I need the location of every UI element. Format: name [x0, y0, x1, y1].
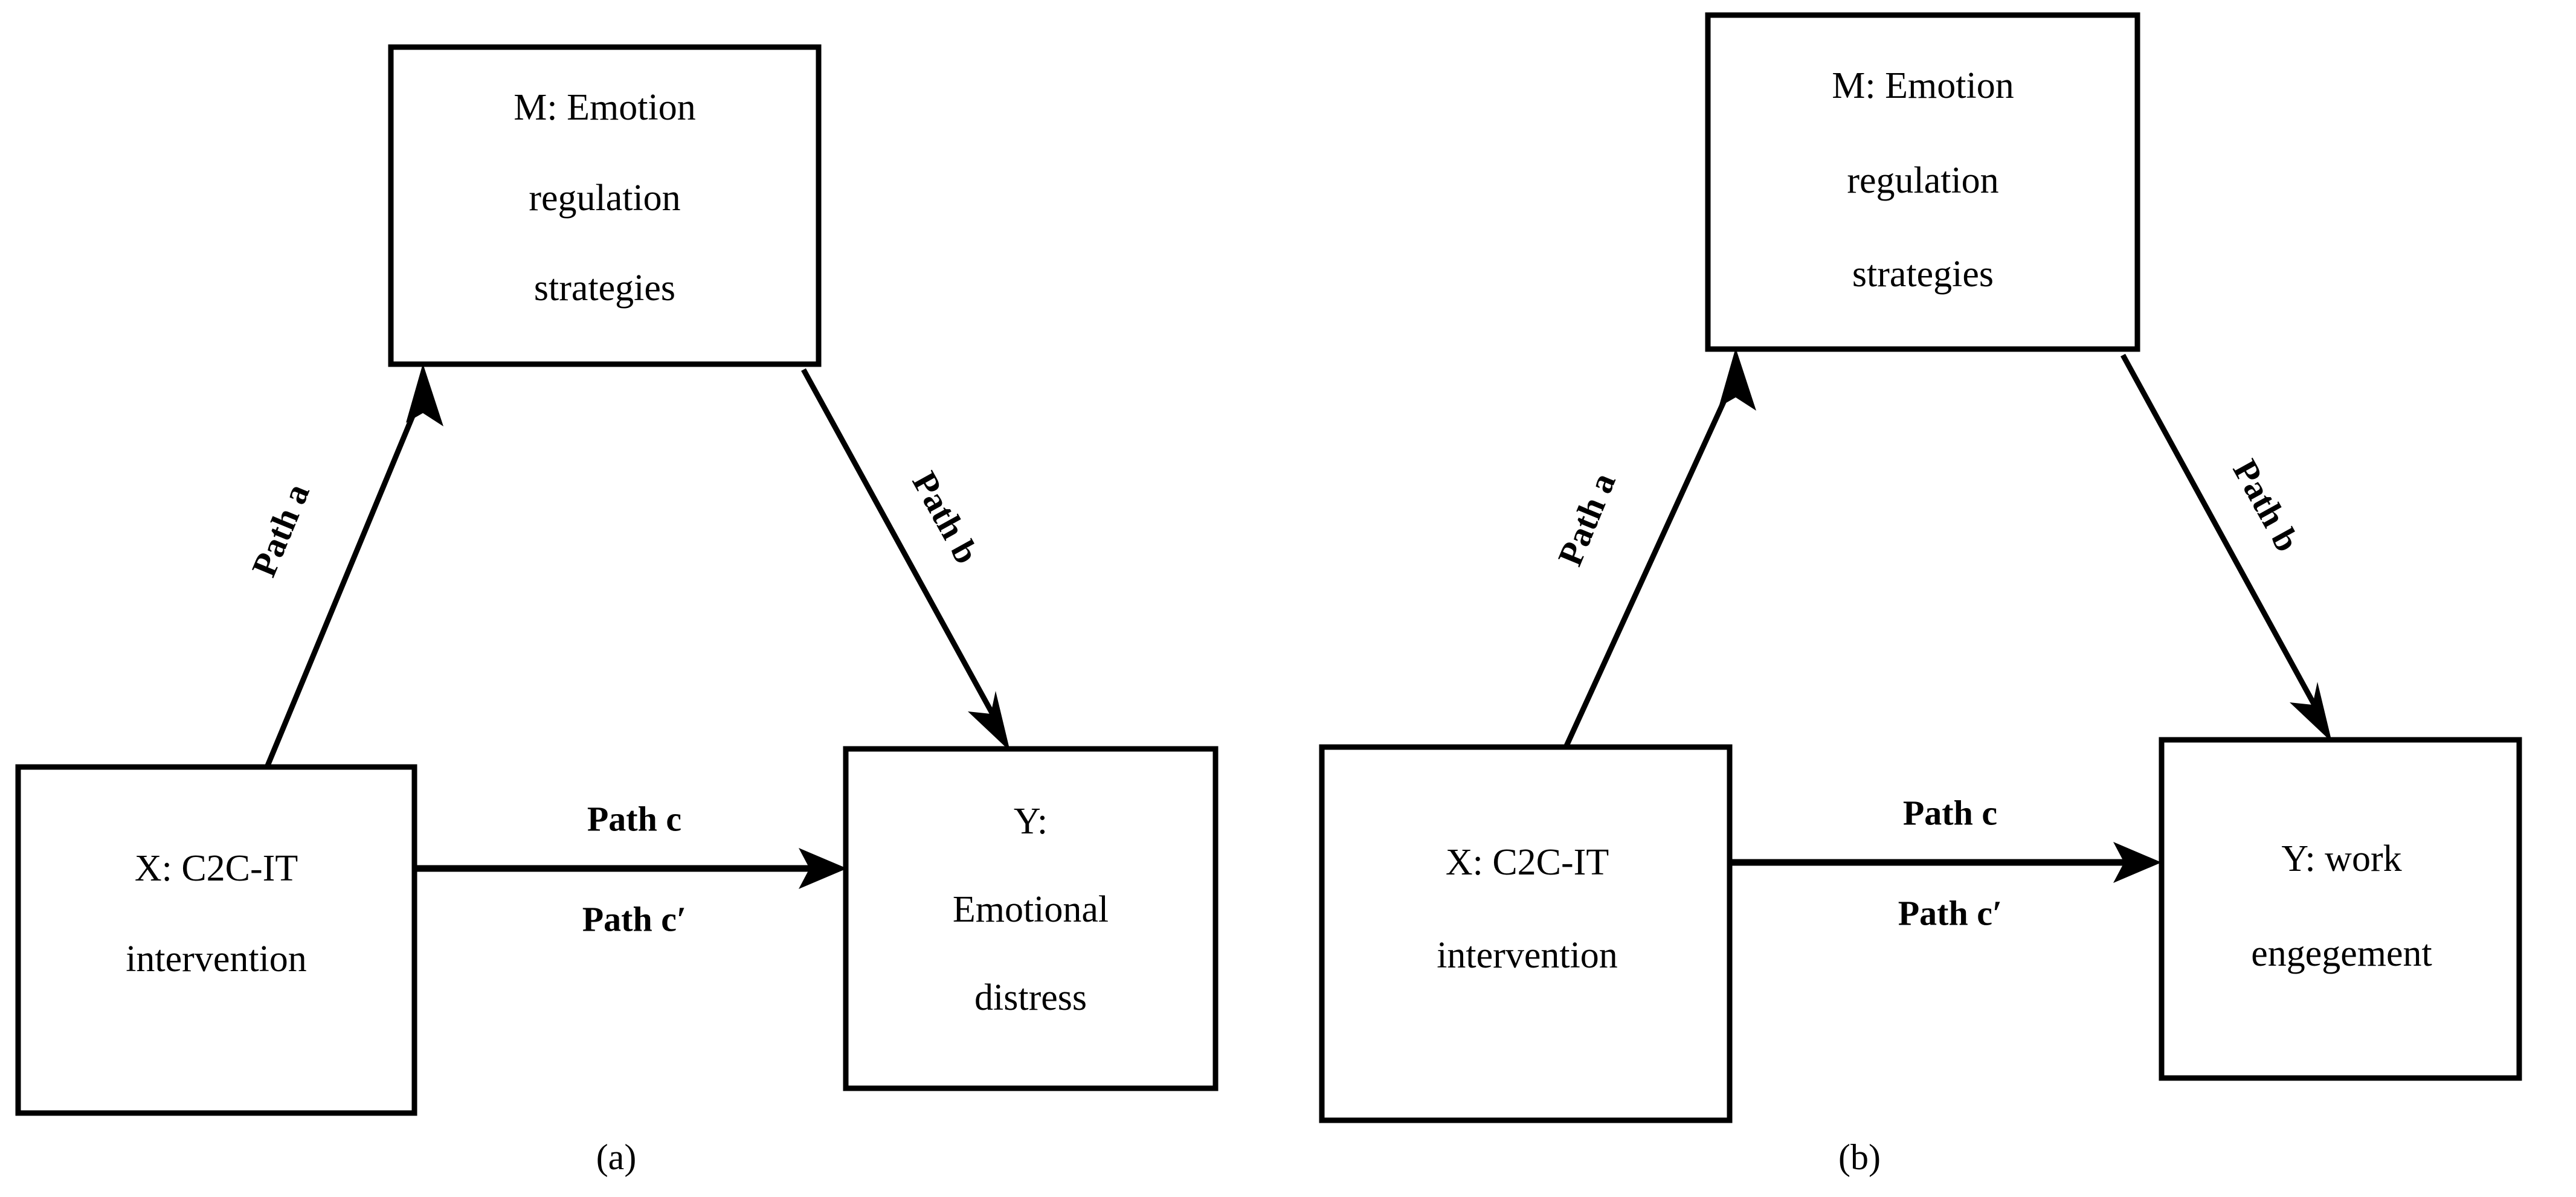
panel-b-path-b-label: Path b — [2226, 453, 2308, 558]
panel-b-mediator-box[interactable] — [1705, 12, 2140, 352]
panel-a-predictor-line-1: X: C2C-IT — [135, 848, 298, 889]
panel-b-path-a-arrowhead — [1719, 348, 1756, 411]
panel-b-path-c-label: Path c — [1903, 793, 1997, 832]
panel-a-outcome-line-3: distress — [974, 977, 1087, 1018]
panel-b-path-b-arrowhead — [2290, 682, 2332, 742]
panel-a-outcome-line-2: Emotional — [953, 889, 1109, 930]
panel-b-predictor-line-1: X: C2C-IT — [1446, 842, 1609, 883]
panel-b-mediator-line-3: strategies — [1852, 254, 1994, 295]
panel-a-predictor-line-2: intervention — [126, 939, 307, 980]
panel-b-predictor-line-2: intervention — [1437, 935, 1618, 976]
panel-b-path-c-prime-label: Path c′ — [1898, 893, 2003, 932]
panel-a-mediator-line-3: strategies — [534, 268, 675, 309]
panel-b-outcome-line-2: engegement — [2251, 933, 2432, 974]
panel-a-path-c-label: Path c — [587, 799, 681, 838]
panel-a-path-a-label: Path a — [244, 478, 317, 582]
panel-b-path-a-label: Path a — [1550, 467, 1623, 571]
panel-b: Path a Path b Path c Path c′ M: Emotion … — [1319, 12, 2522, 1177]
panel-a-path-b-label: Path b — [905, 465, 987, 570]
panel-a-predictor-box[interactable] — [15, 764, 417, 1116]
panel-b-mediator-line-1: M: Emotion — [1832, 65, 2014, 106]
panel-b-path-b-line — [2120, 353, 2321, 714]
panel-b-predictor-box[interactable] — [1319, 744, 1733, 1123]
panel-a-path-c-prime-label: Path c′ — [582, 899, 687, 939]
panel-a-caption: (a) — [596, 1137, 637, 1177]
panel-b-mediator-line-2: regulation — [1847, 160, 1998, 201]
panel-b-outcome-line-1: Y: work — [2281, 838, 2401, 879]
panel-a-path-a-line — [264, 390, 426, 768]
panel-b-caption: (b) — [1838, 1137, 1881, 1177]
panel-a-path-b-arrowhead — [968, 691, 1010, 751]
panel-a-path-a-arrowhead — [406, 364, 443, 426]
panel-b-path-c-arrowhead — [2113, 842, 2162, 883]
panel-a-mediator-line-2: regulation — [529, 178, 680, 219]
panel-a-mediator-line-1: M: Emotion — [514, 87, 695, 128]
panel-a-path-b-line — [801, 368, 999, 724]
panel-b-path-a-line — [1563, 374, 1739, 748]
panel-a-path-c-arrowhead — [799, 848, 847, 889]
panel-a-mediator-box[interactable] — [388, 44, 822, 367]
panel-b-outcome-box[interactable] — [2159, 737, 2522, 1081]
panel-a-outcome-line-1: Y: — [1014, 801, 1048, 842]
panel-a: Path a Path b Path c Path c′ M: Emotion … — [15, 44, 1219, 1177]
panel-a-outcome-box[interactable] — [843, 746, 1219, 1091]
